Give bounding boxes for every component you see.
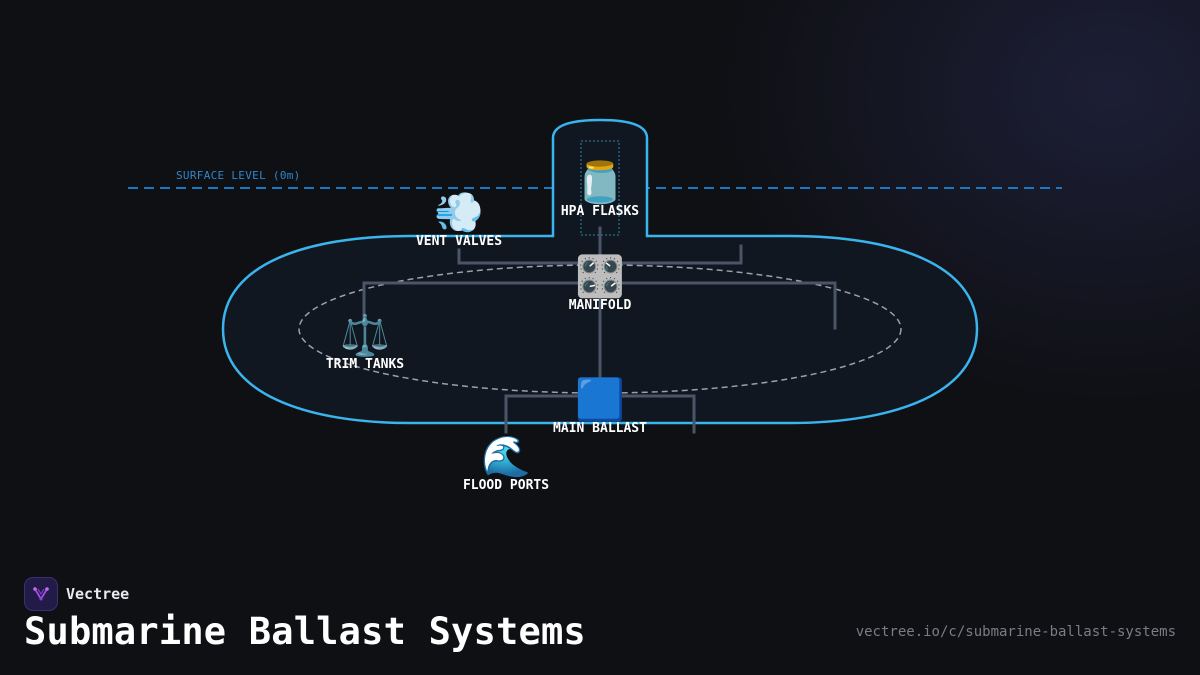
piping-network [362, 226, 837, 434]
trim-tanks-label: TRIM TANKS [325, 357, 405, 372]
hpa-flask-outline [580, 140, 620, 236]
pipe-vent-header [457, 244, 743, 265]
wind-icon: 💨 [434, 190, 484, 236]
pipe-flood-header [504, 394, 696, 434]
scales-icon: ⚖️ [340, 313, 390, 359]
pipe-trim-header [362, 281, 837, 330]
control-knobs-icon: 🎛️ [575, 254, 625, 300]
hpa-flasks-label: HPA FLASKS [560, 204, 640, 219]
node-manifold: 🎛️ MANIFOLD [569, 254, 632, 313]
node-vent-valves: 💨 VENT VALVES [416, 190, 502, 249]
flood-ports-label: FLOOD PORTS [462, 478, 550, 493]
brand[interactable]: Vectree [24, 577, 129, 611]
blue-square-icon: 🟦 [575, 377, 625, 423]
surface-level-label: SURFACE LEVEL (0m) [176, 169, 301, 182]
node-main-ballast: 🟦 MAIN BALLAST [553, 377, 647, 436]
node-trim-tanks: ⚖️ TRIM TANKS [326, 313, 404, 372]
node-hpa-flasks: 🫙 HPA FLASKS [561, 160, 639, 219]
vent-valves-label: VENT VALVES [415, 234, 503, 249]
jar-icon: 🫙 [575, 160, 625, 206]
submarine-hull [221, 118, 979, 425]
main-ballast-label: MAIN BALLAST [553, 421, 647, 436]
page-title: Submarine Ballast Systems [24, 610, 586, 653]
vectree-logo-icon [24, 577, 58, 611]
pressure-hull-ellipse [298, 264, 902, 394]
page-url-link[interactable]: vectree.io/c/submarine-ballast-systems [855, 624, 1176, 640]
brand-name: Vectree [66, 585, 130, 603]
manifold-label: MANIFOLD [568, 298, 632, 313]
wave-icon: 🌊 [481, 434, 531, 480]
node-flood-ports: 🌊 FLOOD PORTS [463, 434, 549, 493]
